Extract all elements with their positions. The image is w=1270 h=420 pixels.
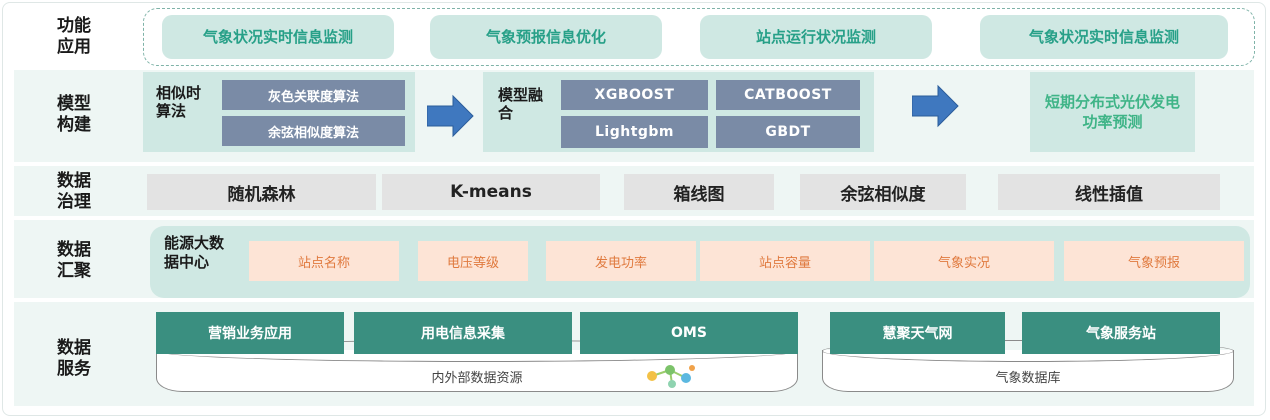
fusion-label: 模型融合 [498,86,544,122]
data-source: 营销业务应用 [156,312,344,354]
function-item: 气象状况实时信息监测 [980,15,1228,59]
row-label-model: 模型构建 [57,94,91,135]
row-label-function: 功能应用 [57,16,91,57]
arrow-right-icon [912,84,959,128]
governance-method: 随机森林 [147,174,376,210]
row-label-aggregation: 数据汇聚 [57,240,91,281]
fusion-model: GBDT [716,116,860,148]
data-field: 气象预报 [1064,241,1244,281]
governance-method: K-means [382,174,600,210]
data-field: 站点名称 [249,241,399,281]
similarity-algorithm: 余弦相似度算法 [222,116,405,146]
network-nodes-icon [647,365,695,388]
function-item: 气象状况实时信息监测 [162,15,394,59]
data-source: OMS [580,312,798,354]
data-field: 电压等级 [418,241,528,281]
data-source: 用电信息采集 [354,312,572,354]
row-label-service: 数据服务 [57,338,91,379]
energy-data-center-label: 能源大数据中心 [164,234,225,271]
fusion-model: Lightgbm [561,116,708,148]
weather-source: 慧聚天气网 [830,312,1005,354]
function-item: 气象预报信息优化 [430,15,662,59]
row-label-governance: 数据治理 [57,171,91,212]
data-field: 气象实况 [874,241,1054,281]
governance-method: 线性插值 [998,174,1220,210]
data-field: 发电功率 [546,241,696,281]
fusion-model: CATBOOST [716,80,860,110]
arrow-right-icon [427,94,474,138]
similarity-algorithm: 灰色关联度算法 [222,80,405,110]
fusion-model: XGBOOST [561,80,708,110]
function-item: 站点运行状况监测 [700,15,932,59]
governance-method: 余弦相似度 [800,174,966,210]
function-dashed-container [143,8,1255,66]
governance-method: 箱线图 [624,174,774,210]
data-field: 站点容量 [700,241,870,281]
weather-source: 气象服务站 [1022,312,1220,354]
forecast-output: 短期分布式光伏发电功率预测 [1030,72,1195,152]
similarity-label: 相似时算法 [156,84,202,120]
